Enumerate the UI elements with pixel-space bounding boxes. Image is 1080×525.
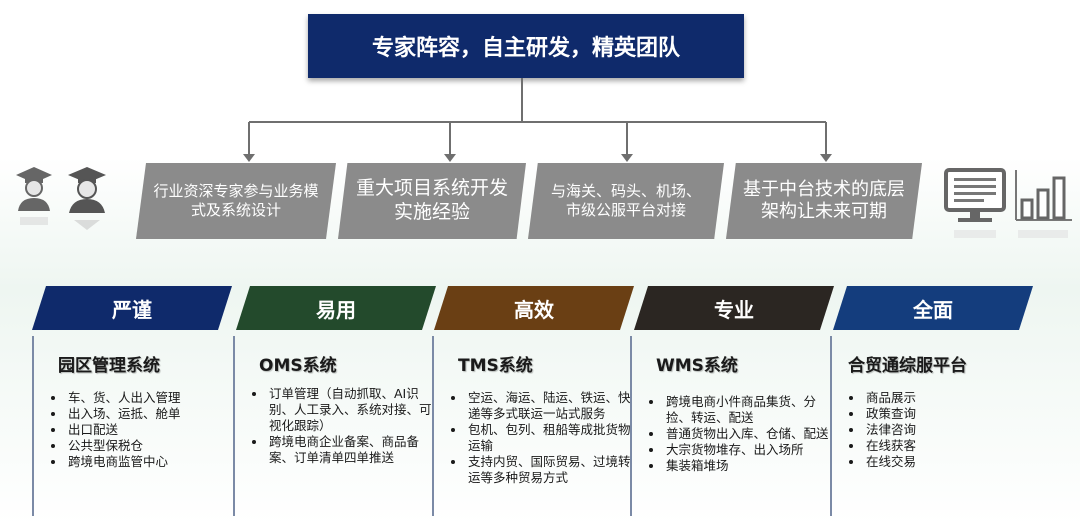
graduate-icon xyxy=(68,167,106,230)
category-rigorous: 严谨 xyxy=(32,286,232,330)
list-item: 普通货物出入库、仓储、配送 xyxy=(664,426,834,442)
monitor-icon xyxy=(944,168,1006,238)
list-item: 包机、包列、租船等成批货物运输 xyxy=(466,422,636,454)
system-title: 合贸通综服平台 xyxy=(848,356,967,376)
feature-label: 与海关、码头、机场、市级公服平台对接 xyxy=(550,182,701,219)
list-item: 跨境电商企业备案、商品备案、订单清单四单推送 xyxy=(267,434,437,466)
list-item: 在线交易 xyxy=(864,454,1034,470)
divider xyxy=(233,336,235,516)
list-item: 政策查询 xyxy=(864,406,1034,422)
feature-label: 重大项目系统开发实施经验 xyxy=(355,177,508,223)
list-item: 跨境电商小件商品集货、分捡、转运、配送 xyxy=(664,394,834,426)
category-professional: 专业 xyxy=(634,286,834,330)
divider xyxy=(432,336,434,516)
system-item-list: 跨境电商小件商品集货、分捡、转运、配送 普通货物出入库、仓储、配送 大宗货物堆存… xyxy=(648,394,834,474)
list-item: 支持内贸、国际贸易、过境转运等多种贸易方式 xyxy=(466,454,636,486)
list-item: 大宗货物堆存、出入场所 xyxy=(664,442,834,458)
system-column: 合贸通综服平台 商品展示 政策查询 法律咨询 在线获客 在线交易 xyxy=(830,336,1020,516)
list-item: 集装箱堆场 xyxy=(664,458,834,474)
system-column: 园区管理系统 车、货、人出入管理 出入场、运抵、舱单 出口配送 公共型保税仓 跨… xyxy=(32,336,222,516)
list-item: 出口配送 xyxy=(66,422,236,438)
list-item: 出入场、运抵、舱单 xyxy=(66,406,236,422)
graduate-icon xyxy=(16,167,52,225)
feature-expert-design: 行业资深专家参与业务模式及系统设计 xyxy=(136,163,336,239)
feature-label: 基于中台技术的底层架构让未来可期 xyxy=(743,178,905,223)
list-item: 法律咨询 xyxy=(864,422,1034,438)
list-item: 空运、海运、陆运、铁运、快递等多式联运一站式服务 xyxy=(466,390,636,422)
category-comprehensive: 全面 xyxy=(833,286,1033,330)
system-title: OMS系统 xyxy=(259,356,337,376)
system-column: OMS系统 订单管理（自动抓取、AI识别、人工录入、系统对接、可视化跟踪） 跨境… xyxy=(233,336,432,516)
divider xyxy=(32,336,34,516)
system-item-list: 空运、海运、陆运、铁运、快递等多式联运一站式服务 包机、包列、租船等成批货物运输… xyxy=(450,390,636,486)
system-title: 园区管理系统 xyxy=(58,356,160,376)
system-column: WMS系统 跨境电商小件商品集货、分捡、转运、配送 普通货物出入库、仓储、配送 … xyxy=(630,336,829,516)
feature-label: 行业资深专家参与业务模式及系统设计 xyxy=(153,182,319,219)
feature-middle-platform: 基于中台技术的底层架构让未来可期 xyxy=(726,163,922,239)
system-item-list: 车、货、人出入管理 出入场、运抵、舱单 出口配送 公共型保税仓 跨境电商监管中心 xyxy=(50,390,236,470)
system-column: TMS系统 空运、海运、陆运、铁运、快递等多式联运一站式服务 包机、包列、租船等… xyxy=(432,336,631,516)
list-item: 公共型保税仓 xyxy=(66,438,236,454)
category-efficient: 高效 xyxy=(434,286,634,330)
feature-project-experience: 重大项目系统开发实施经验 xyxy=(338,163,526,239)
system-title: WMS系统 xyxy=(656,356,738,376)
list-item: 商品展示 xyxy=(864,390,1034,406)
connector-lines xyxy=(243,78,832,162)
category-easy-to-use: 易用 xyxy=(236,286,436,330)
list-item: 跨境电商监管中心 xyxy=(66,454,236,470)
divider xyxy=(830,336,832,516)
system-item-list: 商品展示 政策查询 法律咨询 在线获客 在线交易 xyxy=(848,390,1034,470)
system-title: TMS系统 xyxy=(458,356,533,376)
list-item: 在线获客 xyxy=(864,438,1034,454)
divider xyxy=(630,336,632,516)
system-item-list: 订单管理（自动抓取、AI识别、人工录入、系统对接、可视化跟踪） 跨境电商企业备案… xyxy=(251,386,437,466)
bar-chart-icon xyxy=(1015,170,1072,238)
feature-platform-integration: 与海关、码头、机场、市级公服平台对接 xyxy=(528,163,724,239)
list-item: 订单管理（自动抓取、AI识别、人工录入、系统对接、可视化跟踪） xyxy=(267,386,437,434)
list-item: 车、货、人出入管理 xyxy=(66,390,236,406)
page-title: 专家阵容，自主研发，精英团队 xyxy=(308,14,744,78)
